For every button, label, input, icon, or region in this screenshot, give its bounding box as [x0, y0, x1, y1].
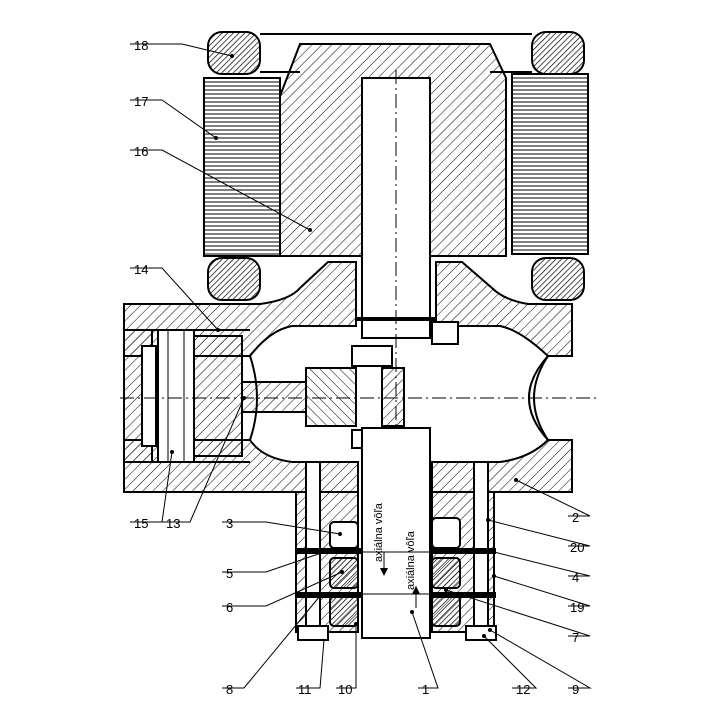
label-12: 12 [516, 682, 530, 697]
rod-coupling [305, 367, 357, 427]
bearing-6 [329, 557, 359, 589]
bearing-right-bot [431, 595, 461, 627]
label-15: 15 [134, 516, 148, 531]
leader-lines [130, 43, 592, 689]
nut-left [297, 625, 329, 641]
bearing-3 [329, 521, 359, 549]
seal-4-right [430, 548, 496, 554]
label-11: 11 [298, 682, 312, 697]
label-1: 1 [422, 682, 429, 697]
winding-top-right [531, 31, 585, 75]
bearing-right-top [431, 517, 461, 549]
label-5: 5 [226, 566, 233, 581]
axial-play-label-1: axiálna vôľa [373, 502, 385, 562]
coupling-right [381, 367, 405, 427]
coupling-upper [351, 345, 393, 367]
bearing-right-mid [431, 557, 461, 589]
label-3: 3 [226, 516, 233, 531]
winding-bottom-left [207, 257, 261, 301]
bearing-assembly [295, 461, 497, 641]
housing-upper [123, 261, 573, 357]
axial-play-label-2: axiálna vôľa [405, 530, 417, 590]
housing-lower-right [431, 439, 573, 493]
shaft-key [431, 321, 459, 345]
seal-8-left [296, 592, 362, 598]
label-19: 19 [570, 600, 584, 615]
label-7: 7 [572, 630, 579, 645]
label-6: 6 [226, 600, 233, 615]
label-16: 16 [134, 144, 148, 159]
label-13: 13 [166, 516, 180, 531]
winding-top-left [207, 31, 261, 75]
label-18: 18 [134, 38, 148, 53]
lower-shaft [361, 427, 431, 639]
bearing-10 [329, 595, 359, 627]
motor-assembly [203, 31, 589, 640]
label-20: 20 [570, 540, 584, 555]
stator-right [511, 73, 589, 255]
nut-right [465, 625, 497, 641]
label-10: 10 [338, 682, 352, 697]
axial-play-marks [362, 551, 430, 608]
label-8: 8 [226, 682, 233, 697]
label-17: 17 [134, 94, 148, 109]
shaft-lower [351, 321, 459, 639]
label-9: 9 [572, 682, 579, 697]
piston-head [141, 345, 157, 447]
seal-15 [157, 329, 195, 463]
piston-rod [241, 381, 307, 413]
label-2: 2 [572, 510, 579, 525]
stator-left [203, 77, 281, 257]
label-14: 14 [134, 262, 148, 277]
winding-bottom-right [531, 257, 585, 301]
label-4: 4 [572, 570, 579, 585]
piston-rod-block [193, 335, 243, 457]
piston-assembly [120, 329, 600, 463]
